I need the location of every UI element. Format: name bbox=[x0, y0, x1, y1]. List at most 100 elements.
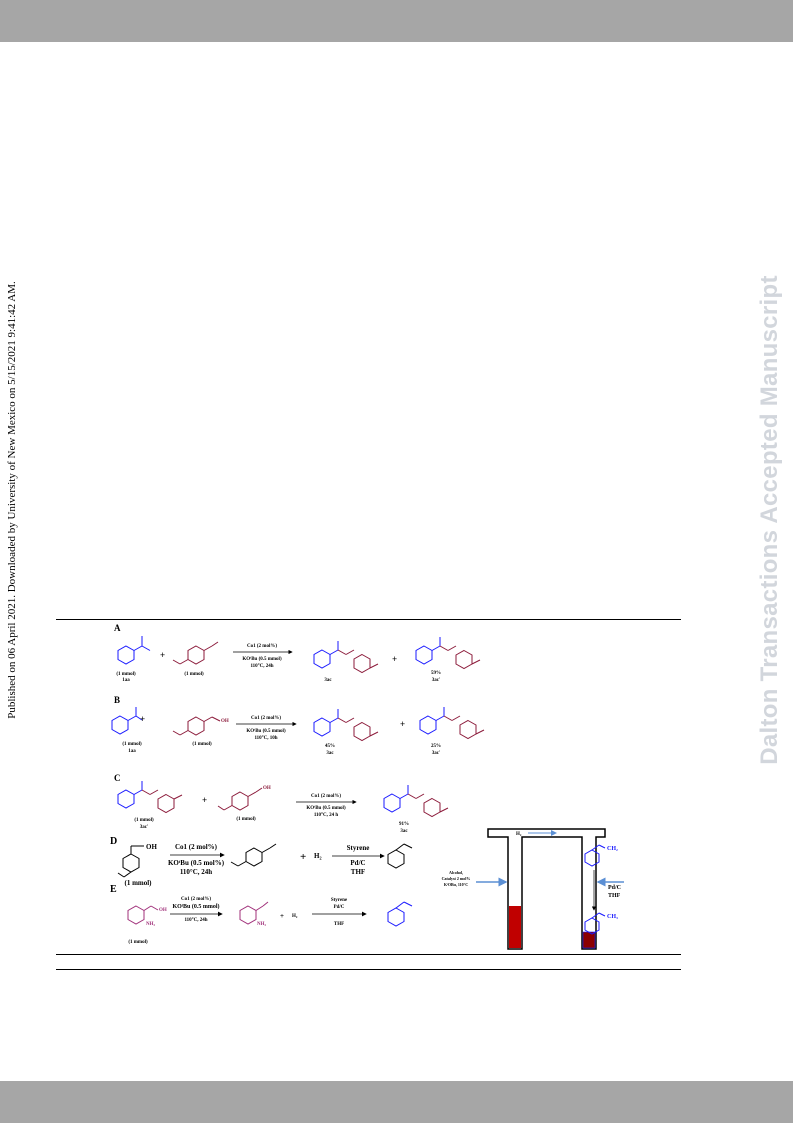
svg-text:25%: 25% bbox=[431, 744, 441, 749]
scheme-e-label: E bbox=[110, 884, 117, 895]
svg-text:H₂: H₂ bbox=[314, 852, 322, 860]
chalcone-structure bbox=[117, 781, 183, 814]
svg-text:NH₂: NH₂ bbox=[257, 922, 267, 927]
svg-text:91%: 91% bbox=[399, 822, 409, 827]
svg-text:H₂: H₂ bbox=[516, 832, 522, 837]
svg-text:KOᵗBu (0.5 mmol): KOᵗBu (0.5 mmol) bbox=[172, 903, 219, 910]
svg-text:THF: THF bbox=[608, 893, 621, 899]
scheme-a-label: A bbox=[114, 623, 121, 633]
svg-text:+: + bbox=[392, 654, 397, 664]
footer-band bbox=[0, 1081, 793, 1123]
svg-text:Co1 (2 mol%): Co1 (2 mol%) bbox=[251, 716, 281, 721]
ethylbenzene-product-structure bbox=[584, 912, 606, 935]
svg-text:OH: OH bbox=[263, 786, 271, 791]
h-tube-apparatus: H₂ Alcohol, Catalyst 2 mol% KᵗOBu, 110°C… bbox=[442, 828, 624, 950]
scheme-c: C (1 mmol) 3ac' + OH (1 mmol) Co1 (2 mol… bbox=[114, 773, 449, 834]
svg-text:+: + bbox=[140, 714, 145, 724]
header-band bbox=[0, 0, 793, 42]
svg-text:+: + bbox=[160, 650, 165, 660]
svg-text:45%: 45% bbox=[325, 744, 335, 749]
scheme-d: D OH (1 mmol) Co1 (2 mol%) KOᵗBu (0.5 mo… bbox=[110, 836, 413, 887]
svg-text:KOᵗBu (0.5 mmol): KOᵗBu (0.5 mmol) bbox=[246, 729, 286, 734]
svg-text:(1 mmol): (1 mmol) bbox=[116, 672, 136, 677]
acetophenone-structure bbox=[117, 636, 151, 665]
svg-text:+: + bbox=[202, 795, 207, 805]
svg-text:110°C, 24h: 110°C, 24h bbox=[250, 664, 273, 669]
svg-text:(1 mmol): (1 mmol) bbox=[236, 817, 256, 822]
svg-text:(1 mmol): (1 mmol) bbox=[192, 742, 212, 747]
svg-text:(1 mmol): (1 mmol) bbox=[184, 672, 204, 677]
svg-text:(1 mmol): (1 mmol) bbox=[134, 818, 154, 823]
svg-text:1aa: 1aa bbox=[122, 678, 130, 683]
svg-text:3ac: 3ac bbox=[326, 751, 334, 756]
svg-text:Co1 (2 mol%): Co1 (2 mol%) bbox=[311, 794, 341, 799]
svg-text:110°C, 10h: 110°C, 10h bbox=[254, 736, 277, 741]
svg-text:3ac': 3ac' bbox=[140, 825, 149, 830]
svg-text:NH₂: NH₂ bbox=[146, 922, 156, 927]
svg-text:Styrene: Styrene bbox=[331, 898, 348, 903]
scheme-rule-1 bbox=[56, 954, 681, 955]
svg-text:110°C, 24h: 110°C, 24h bbox=[184, 918, 207, 923]
svg-text:Co1 (2 mol%): Co1 (2 mol%) bbox=[181, 897, 211, 902]
svg-text:(1 mmol): (1 mmol) bbox=[128, 940, 148, 945]
svg-text:3ac': 3ac' bbox=[432, 678, 441, 683]
svg-text:(1 mmol): (1 mmol) bbox=[124, 879, 152, 887]
svg-text:OH: OH bbox=[146, 843, 157, 851]
scheme-b-label: B bbox=[114, 695, 120, 705]
scheme-b: B + (1 mmol) 1aa OH (1 mmol) Co1 (2 mol%… bbox=[111, 695, 485, 756]
svg-text:(1 mmol): (1 mmol) bbox=[122, 742, 142, 747]
svg-text:Pd/C: Pd/C bbox=[350, 859, 365, 867]
svg-text:Co1 (2 mol%): Co1 (2 mol%) bbox=[175, 843, 218, 851]
svg-text:110°C, 24 h: 110°C, 24 h bbox=[314, 813, 339, 818]
svg-text:59%: 59% bbox=[431, 671, 441, 676]
scheme-e: E OH NH₂ (1 mmol) Co1 (2 mol%) KOᵗBu (0.… bbox=[110, 884, 413, 945]
svg-text:KOᵗBu (0.5 mol%): KOᵗBu (0.5 mol%) bbox=[168, 859, 225, 867]
anisyl-alcohol-structure bbox=[117, 845, 144, 878]
product-3ac-structure bbox=[383, 785, 449, 818]
svg-text:3ac': 3ac' bbox=[432, 751, 441, 756]
product-3ac-prime-structure bbox=[419, 707, 485, 740]
svg-text:KOᵗBu (0.5 mmol): KOᵗBu (0.5 mmol) bbox=[306, 806, 346, 811]
scheme-d-label: D bbox=[110, 836, 117, 847]
download-notice: Published on 06 April 2021. Downloaded b… bbox=[6, 281, 18, 719]
scheme-top-rule bbox=[56, 619, 681, 620]
styrene-structure bbox=[584, 844, 606, 867]
reaction-scheme: A (1 mmol) 1aa + (1 mmol) Co1 (2 mol%) K… bbox=[110, 623, 624, 950]
ethylbenzene-structure bbox=[387, 843, 413, 869]
svg-text:Pd/C: Pd/C bbox=[608, 885, 621, 891]
scheme-a: A (1 mmol) 1aa + (1 mmol) Co1 (2 mol%) K… bbox=[114, 623, 481, 683]
reaction-liquid-right bbox=[582, 931, 596, 949]
svg-text:H₂: H₂ bbox=[292, 914, 298, 919]
scheme-bottom-rule bbox=[56, 969, 681, 970]
svg-text:110°C, 24h: 110°C, 24h bbox=[180, 868, 212, 876]
ethylbenzene-structure bbox=[387, 901, 413, 927]
svg-text:CH₃: CH₃ bbox=[607, 914, 618, 920]
anisaldehyde-structure bbox=[230, 843, 277, 867]
svg-text:THF: THF bbox=[334, 922, 344, 927]
svg-text:OH: OH bbox=[221, 719, 229, 724]
aminobenzaldehyde-structure bbox=[239, 901, 269, 925]
svg-text:3ac: 3ac bbox=[324, 678, 332, 683]
product-3ac-prime-structure bbox=[415, 637, 481, 670]
svg-text:KᵗOBu, 110°C: KᵗOBu, 110°C bbox=[444, 882, 468, 887]
acetophenone-structure bbox=[111, 707, 143, 735]
svg-text:OH: OH bbox=[159, 908, 167, 913]
svg-text:Catalyst 2 mol%: Catalyst 2 mol% bbox=[442, 876, 471, 881]
svg-text:+: + bbox=[300, 851, 306, 863]
anisaldehyde-structure bbox=[172, 641, 219, 665]
svg-text:+: + bbox=[280, 912, 284, 920]
product-3ac-structure bbox=[313, 709, 379, 742]
svg-text:Co1 (2 mol%): Co1 (2 mol%) bbox=[247, 644, 277, 649]
anisyl-alcohol-structure bbox=[172, 716, 221, 736]
scheme-c-label: C bbox=[114, 773, 121, 783]
journal-watermark: Dalton Transactions Accepted Manuscript bbox=[756, 275, 783, 765]
product-3ac-structure bbox=[313, 641, 379, 674]
svg-text:3ac: 3ac bbox=[400, 829, 408, 834]
anisyl-alcohol-structure bbox=[217, 787, 263, 811]
svg-text:THF: THF bbox=[351, 868, 365, 876]
svg-text:Pd/C: Pd/C bbox=[334, 905, 345, 910]
svg-text:1aa: 1aa bbox=[128, 749, 136, 754]
svg-text:Alcohol,: Alcohol, bbox=[449, 870, 463, 875]
aminobenzyl-alcohol-structure bbox=[127, 905, 159, 925]
svg-text:+: + bbox=[400, 719, 405, 729]
